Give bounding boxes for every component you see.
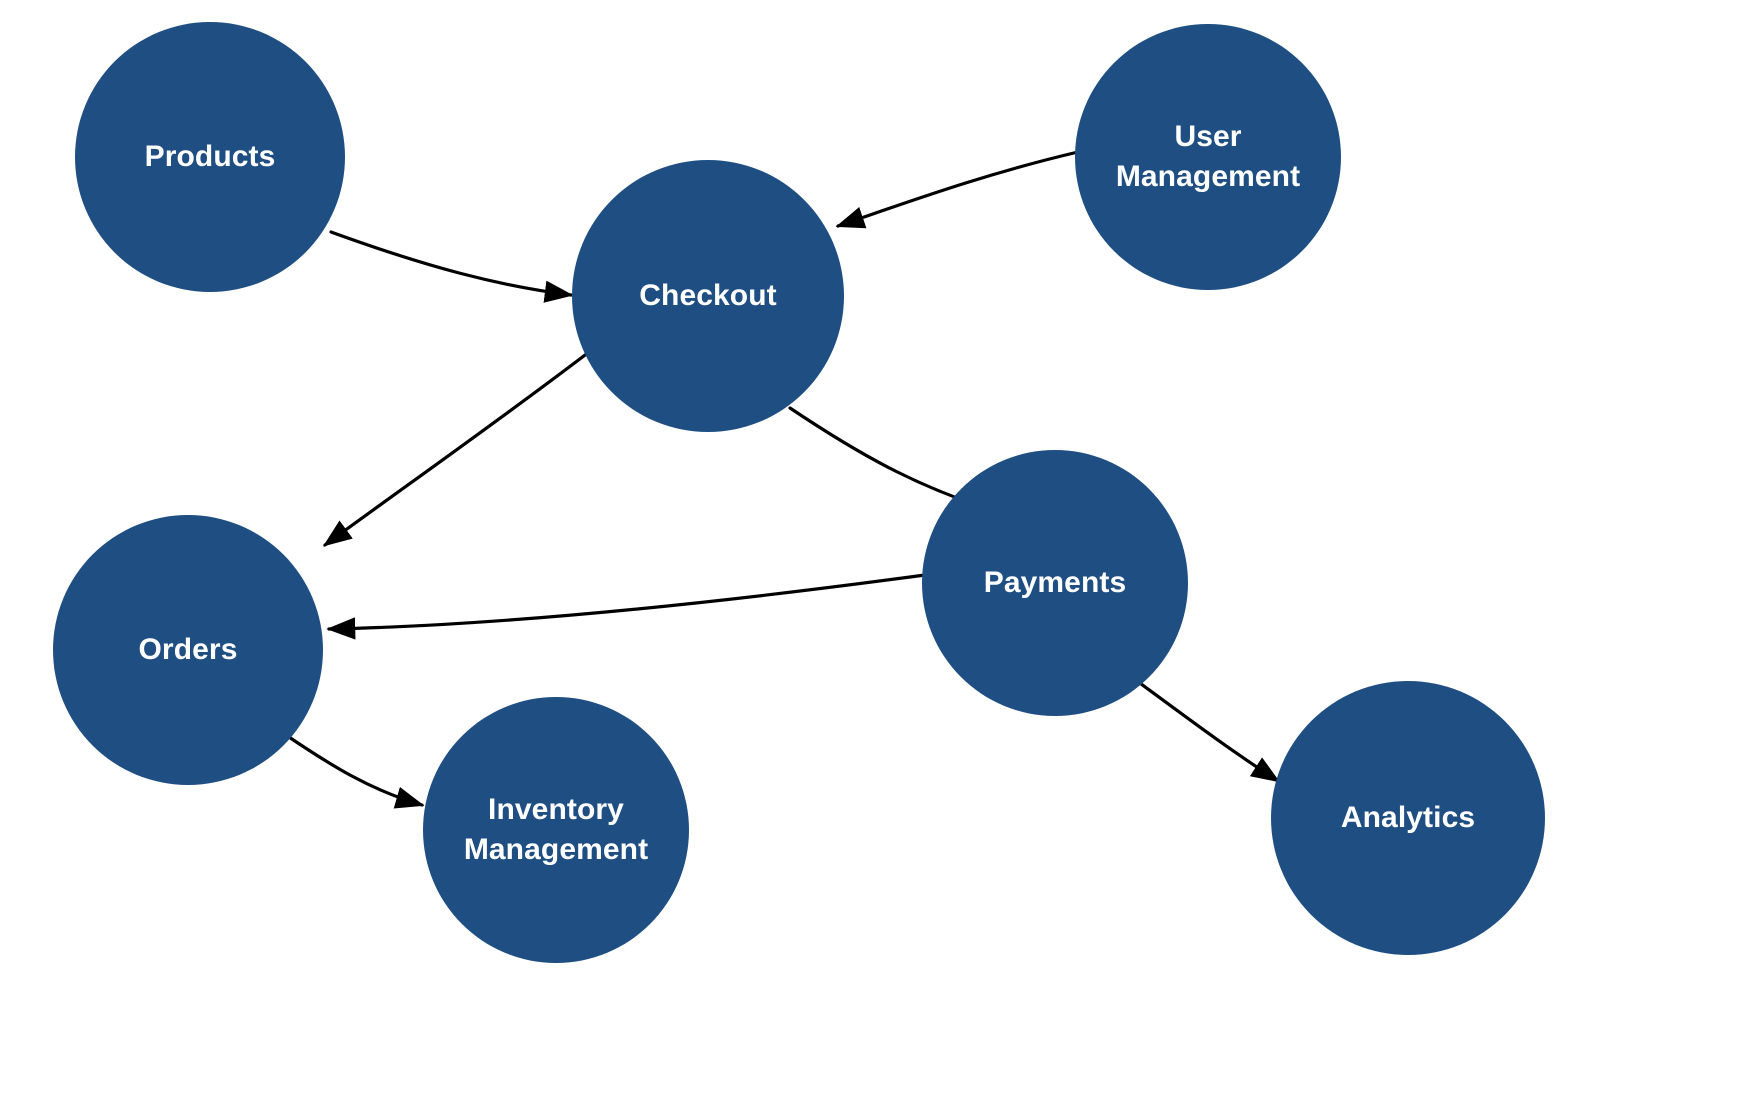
node-analytics[interactable]: Analytics (1271, 681, 1545, 955)
node-checkout[interactable]: Checkout (572, 160, 844, 432)
node-payments[interactable]: Payments (922, 450, 1188, 716)
node-label-orders: Orders (138, 632, 238, 666)
node-products[interactable]: Products (75, 22, 345, 292)
node-label-analytics: Analytics (1340, 800, 1476, 834)
node-user_mgmt[interactable]: User Management (1075, 24, 1341, 290)
node-label-checkout: Checkout (639, 278, 777, 312)
edge-payments-to-analytics (1131, 676, 1281, 783)
edge-products-to-checkout (329, 230, 574, 303)
node-label-inventory: Inventory Management (463, 792, 649, 866)
edge-checkout-to-orders (322, 350, 591, 547)
edge-user_mgmt-to-checkout (835, 150, 1080, 229)
edges-group (281, 150, 1281, 809)
node-orders[interactable]: Orders (53, 515, 323, 785)
node-label-user_mgmt: User Management (1115, 119, 1301, 193)
edge-orders-to-inventory (281, 731, 425, 809)
edge-payments-to-orders (326, 573, 927, 640)
node-label-products: Products (144, 139, 276, 173)
node-label-payments: Payments (983, 565, 1127, 599)
node-inventory[interactable]: Inventory Management (423, 697, 689, 963)
